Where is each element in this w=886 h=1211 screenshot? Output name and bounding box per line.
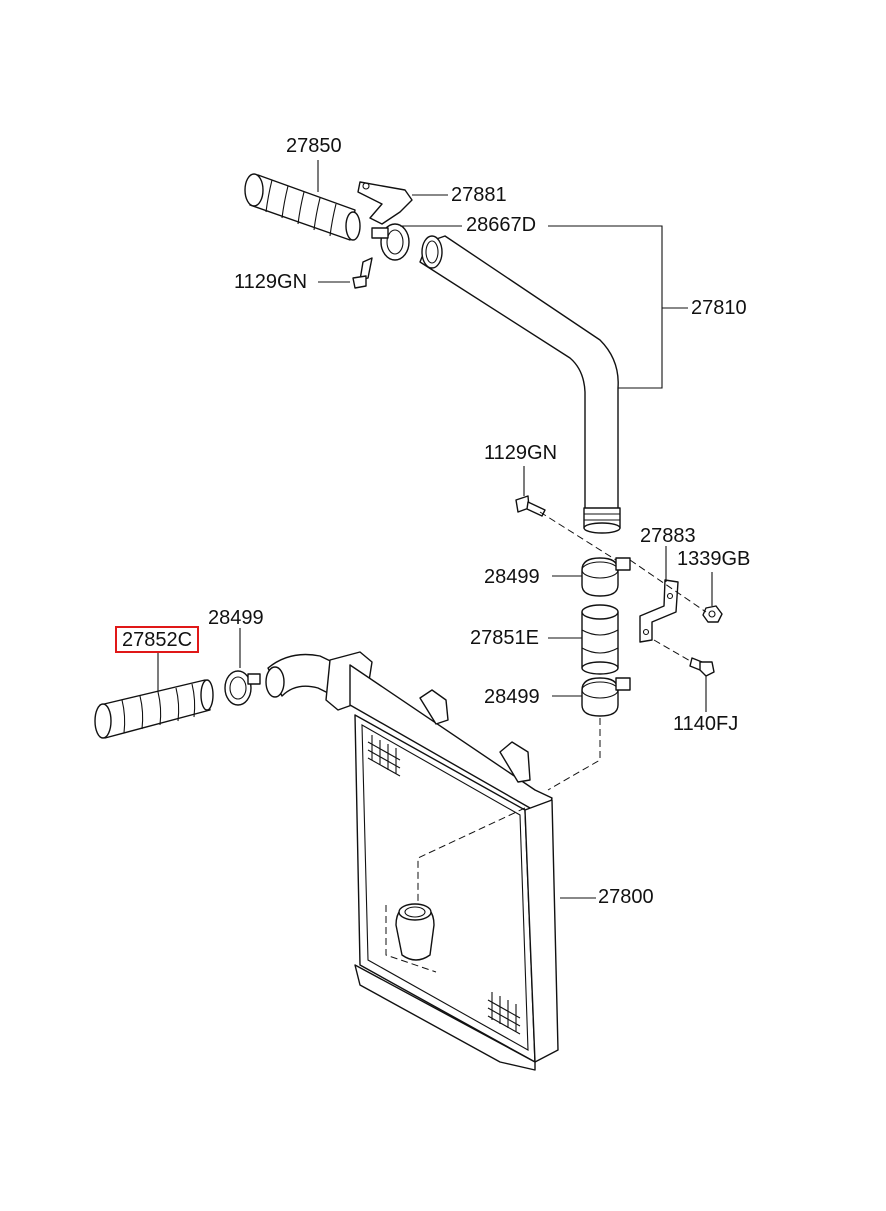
label-1129GN-top[interactable]: 1129GN [234, 271, 308, 293]
label-1129GN-mid[interactable]: 1129GN [484, 442, 558, 464]
label-28499-left[interactable]: 28499 [208, 607, 264, 629]
leader-lines [157, 160, 713, 899]
bolt-1129GN-top[interactable] [352, 257, 373, 289]
assembly-dashed-lines [385, 511, 707, 973]
label-28499-upper[interactable]: 28499 [484, 566, 540, 588]
core-hatch-top [367, 735, 401, 777]
label-27883[interactable]: 27883 [640, 525, 696, 547]
bracket-27883[interactable] [639, 579, 679, 643]
hose-27851E[interactable] [581, 604, 619, 675]
label-1140FJ[interactable]: 1140FJ [673, 713, 739, 735]
label-28499-lower[interactable]: 28499 [484, 686, 540, 708]
hose-27850[interactable] [244, 173, 361, 241]
label-27810[interactable]: 27810 [691, 297, 747, 319]
label-27881[interactable]: 27881 [451, 184, 507, 206]
intercooler-27800[interactable] [265, 651, 559, 1071]
clamp-28499-left[interactable] [224, 670, 261, 706]
nut-1339GB[interactable] [702, 605, 723, 623]
clamp-28499-lower[interactable] [581, 677, 631, 717]
bracket-27881[interactable] [357, 181, 413, 225]
core-hatch-bottom [487, 992, 521, 1035]
label-27850[interactable]: 27850 [286, 135, 342, 157]
label-27800[interactable]: 27800 [598, 886, 654, 908]
label-27852C-highlighted[interactable]: 27852C [115, 626, 200, 653]
bolt-1140FJ[interactable] [689, 657, 715, 677]
label-1339GB[interactable]: 1339GB [677, 548, 751, 570]
label-28667D[interactable]: 28667D [466, 214, 537, 236]
clamp-28667D[interactable] [371, 223, 410, 261]
clamp-28499-upper[interactable] [581, 557, 631, 597]
pipe-27810[interactable] [419, 235, 621, 534]
hose-27852C[interactable] [94, 679, 214, 739]
label-27851E[interactable]: 27851E [470, 627, 539, 649]
